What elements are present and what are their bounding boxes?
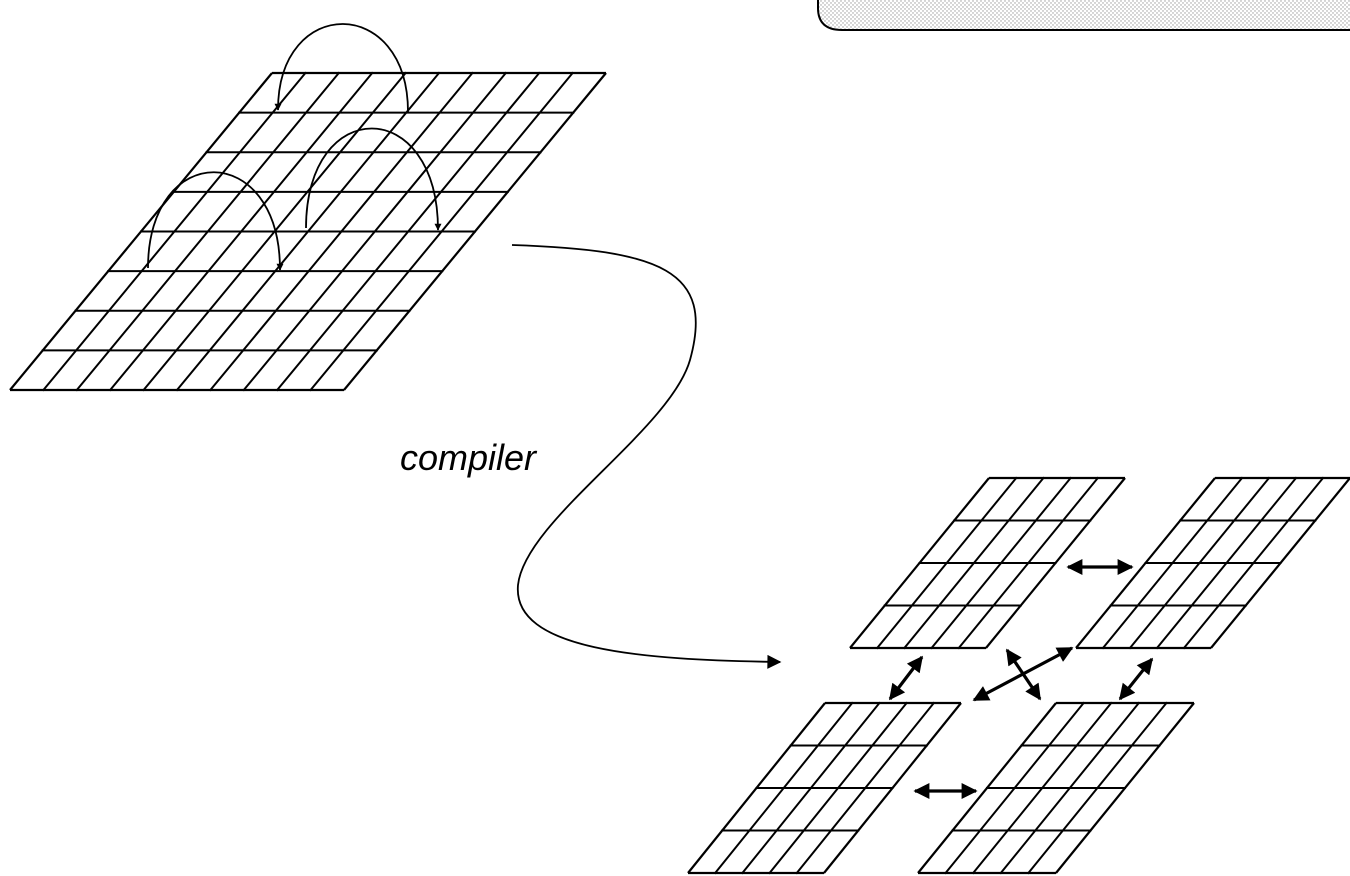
partition-bottom-right-col-line (1026, 701, 1168, 875)
partition-top-right-col-line (1101, 476, 1244, 650)
partition-top-right-col-line (1075, 477, 1216, 649)
source-grid (9, 71, 607, 392)
dependency-arc-top (274, 23, 409, 113)
comm-link-left (888, 655, 924, 701)
partition-top-left (849, 476, 1126, 650)
partition-top-left-col-line (930, 476, 1073, 650)
partition-bottom-left-col-line (740, 701, 881, 875)
partition-bottom-right-col-line (917, 702, 1057, 874)
dependency-arc-right (305, 127, 442, 231)
source-grid-cells (9, 71, 607, 392)
dependency-arc-left (147, 171, 284, 271)
compiler-label: compiler (400, 437, 538, 478)
source-grid-cells-col-line (142, 71, 408, 392)
source-grid-cells-col-line (9, 72, 273, 391)
partition-grids (687, 476, 1350, 875)
source-grid-cells-col-line (41, 71, 307, 392)
partition-bottom-left-col-line (823, 702, 962, 874)
compiler-flow-arrow (511, 244, 782, 669)
partition-bottom-left-col-line (687, 702, 826, 874)
partition-bottom-right-col-line (1055, 702, 1195, 874)
source-grid-cells-col-line (343, 72, 607, 391)
partition-bottom-right (917, 701, 1195, 875)
comm-link-diagonal-b (1005, 648, 1042, 701)
comm-link-right (1118, 657, 1154, 701)
source-grid-cells-col-line (242, 71, 508, 392)
partition-top-right-col-line (1128, 476, 1271, 650)
partition-bottom-right-col-line (971, 701, 1113, 875)
partition-top-right (1075, 476, 1350, 650)
partition-bottom-left (687, 701, 962, 875)
partition-bottom-right-col-line (944, 701, 1086, 875)
source-grid-cells-col-line (75, 71, 341, 392)
partition-top-left-col-line (985, 477, 1126, 649)
partition-bottom-left-col-line (768, 701, 909, 875)
partition-top-right-col-line (1155, 476, 1298, 650)
dependency-arrows (147, 23, 442, 271)
source-grid-cells-col-line (208, 71, 474, 392)
source-grid-cells-col-line (309, 71, 575, 392)
banner-box (817, 0, 1350, 31)
partition-top-right-col-line (1210, 477, 1350, 649)
partition-top-left-col-line (849, 477, 990, 649)
partition-bottom-left-col-line (713, 701, 854, 875)
source-grid-cells-col-line (108, 71, 374, 392)
partition-bottom-left-col-line (795, 701, 936, 875)
partition-top-left-col-line (875, 476, 1018, 650)
partition-top-left-col-line (957, 476, 1100, 650)
partition-bottom-right-col-line (999, 701, 1141, 875)
source-grid-cells-col-line (175, 71, 441, 392)
source-grid-cells-col-line (275, 71, 541, 392)
communication-links (888, 559, 1154, 799)
partition-top-left-col-line (902, 476, 1045, 650)
partition-top-right-col-line (1182, 476, 1325, 650)
